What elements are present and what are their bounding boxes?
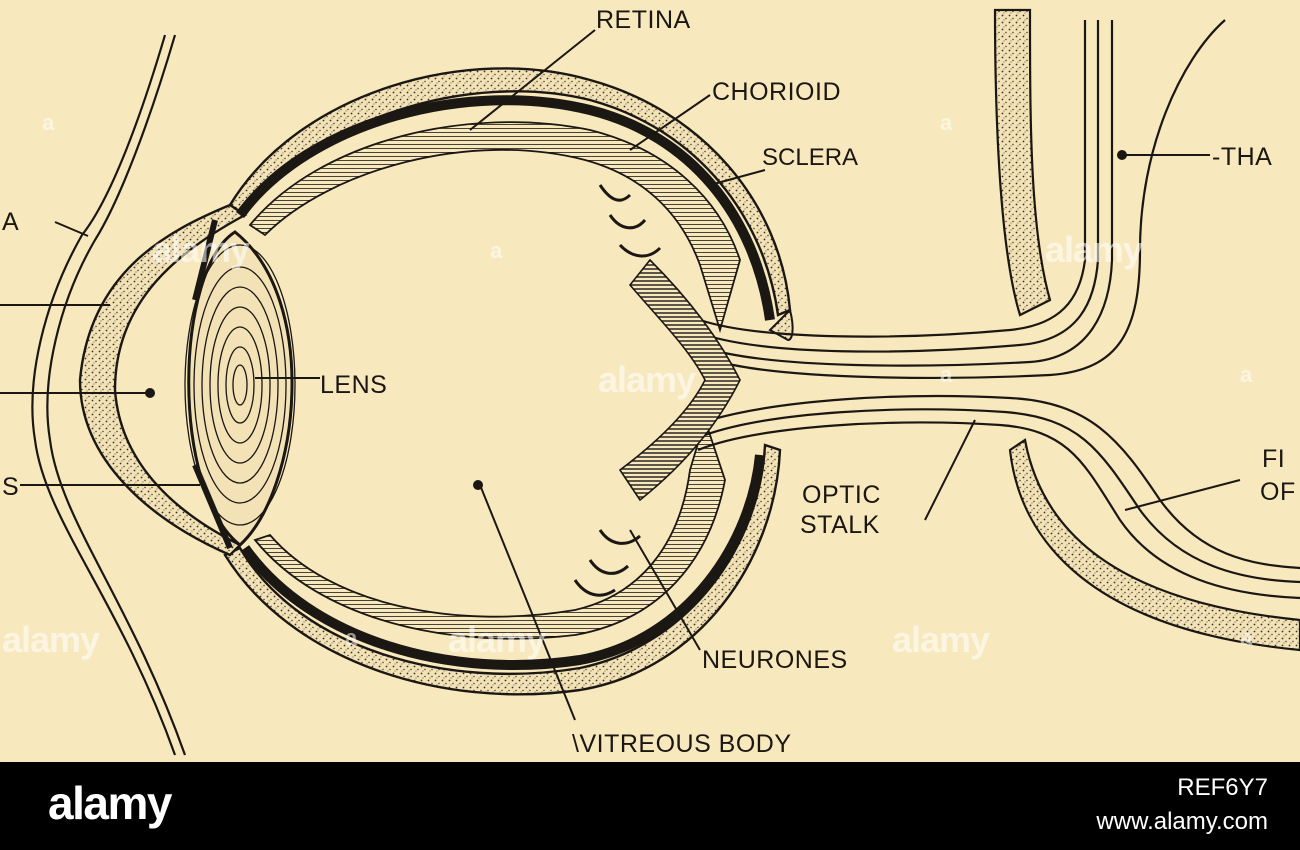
label-fibers-partial-2: OF (1260, 478, 1296, 506)
watermark-text: alamy (598, 359, 696, 400)
alamy-logo: alamy (48, 777, 172, 829)
sclera-layer (78, 67, 794, 696)
watermarks: alamy alamy alamy alamy alamy alamy a a … (2, 110, 1253, 660)
label-thalamus-partial: -THA (1212, 143, 1272, 171)
eye-diagram: RETINA CHORIOID SCLERA -THA LENS OPTIC S… (0, 0, 1300, 762)
chorioid-layer (235, 95, 775, 670)
label-lens: LENS (320, 371, 387, 399)
watermark-letter: a (490, 238, 503, 263)
brain-wall (993, 8, 1300, 652)
lens (184, 230, 296, 547)
label-sclera: SCLERA (762, 144, 858, 171)
label-vitreous-body: \VITREOUS BODY (572, 730, 792, 758)
watermark-letter: a (940, 362, 953, 387)
label-fibers-partial-1: FI (1262, 445, 1285, 473)
eye-diagram-drawing: RETINA CHORIOID SCLERA -THA LENS OPTIC S… (0, 6, 1300, 758)
watermark-text: alamy (1045, 229, 1143, 270)
site-url: www.alamy.com (1096, 808, 1268, 835)
watermark-letter: a (42, 110, 55, 135)
watermark-letter: a (1240, 362, 1253, 387)
image-code: REF6Y7 (1177, 774, 1268, 801)
watermark-text: alamy (448, 619, 546, 660)
watermark-text: alamy (2, 619, 100, 660)
watermark-letter: a (345, 625, 358, 650)
watermark-letter: a (1240, 625, 1253, 650)
watermark-text: alamy (152, 229, 250, 270)
label-chorioid: CHORIOID (712, 78, 841, 106)
iris (192, 219, 233, 550)
label-left-partial-s: S (2, 473, 19, 501)
label-left-partial-a: A (2, 208, 19, 236)
leader-lines (0, 29, 1241, 721)
watermark-letter: a (940, 110, 953, 135)
watermark-text: alamy (892, 619, 990, 660)
optic-disc-fibers (618, 258, 741, 502)
retina-layer (248, 121, 741, 640)
stock-footer-bar: alamy REF6Y7 www.alamy.com (0, 762, 1300, 850)
label-neurones: NEURONES (702, 646, 848, 674)
cornea-outer-lines (31, 34, 187, 756)
label-optic: OPTIC (802, 481, 881, 509)
retina-neurone-strokes (573, 184, 662, 597)
optic-stalk (697, 19, 1300, 600)
label-retina: RETINA (596, 6, 691, 34)
label-stalk: STALK (800, 511, 880, 539)
